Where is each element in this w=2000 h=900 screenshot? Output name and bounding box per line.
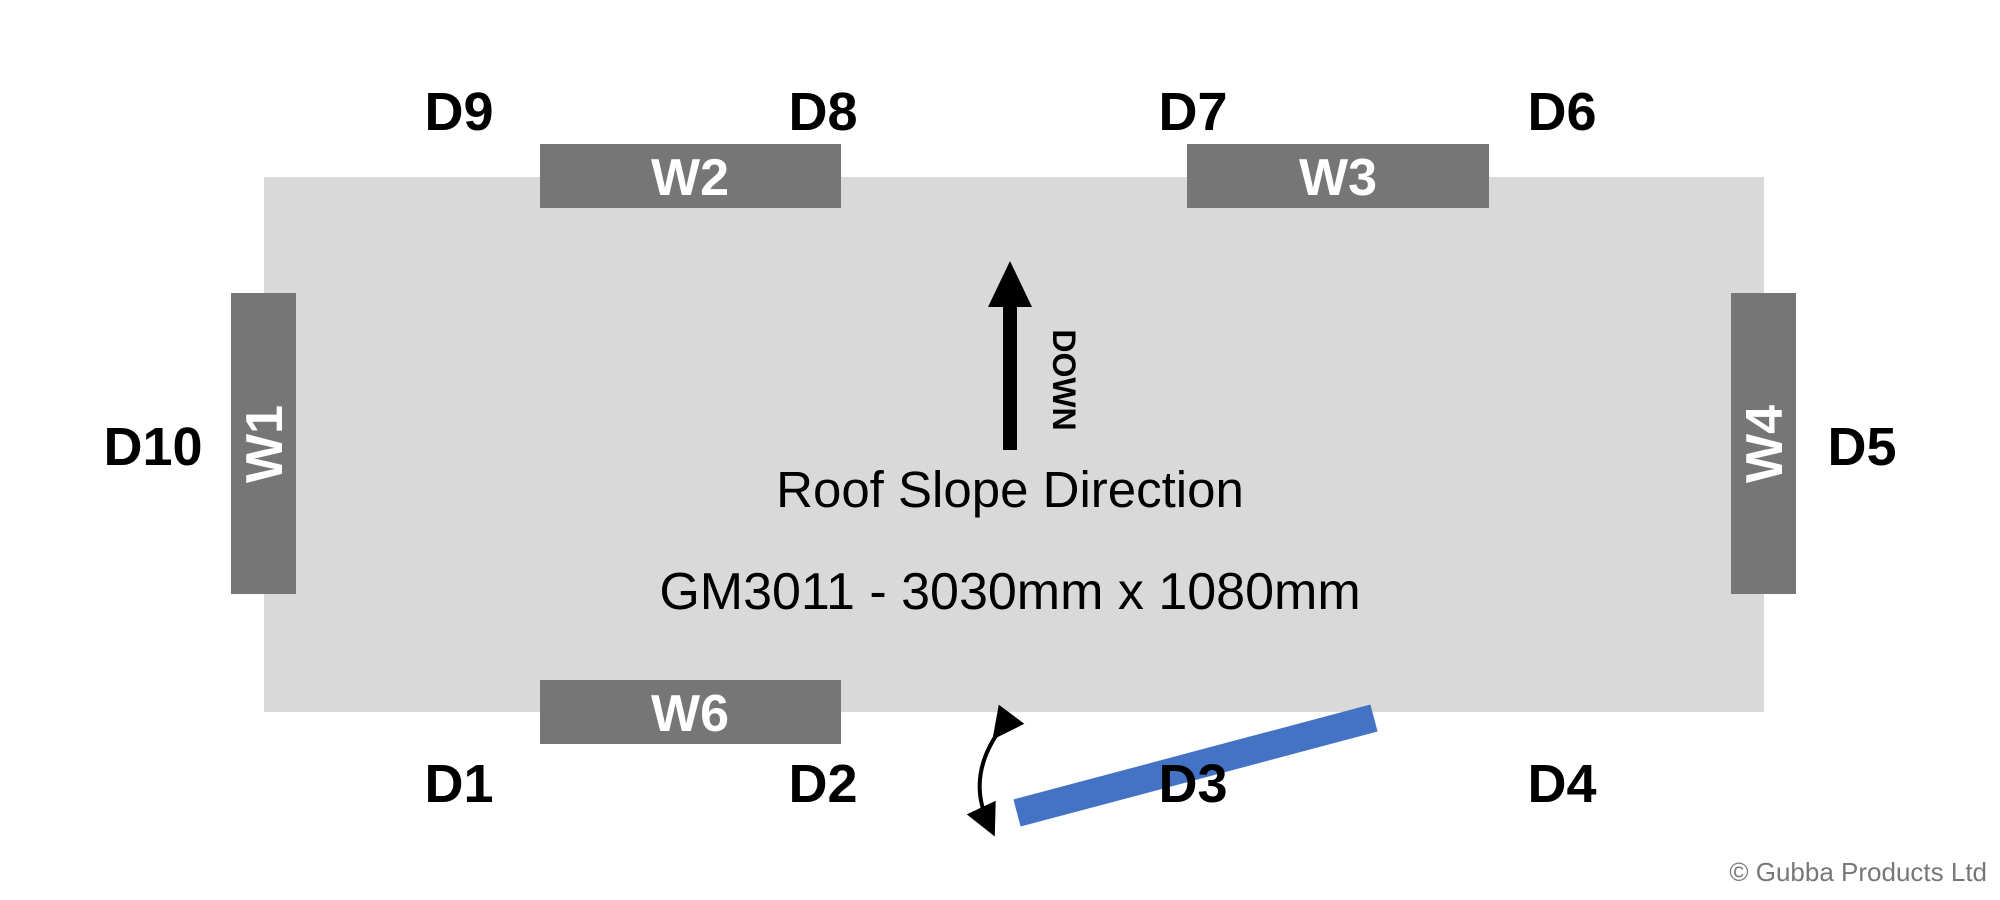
window-w1: W1 [231, 293, 296, 594]
window-w3: W3 [1187, 144, 1489, 208]
door-label-d1: D1 [424, 754, 493, 814]
copyright-notice: © Gubba Products Ltd [1729, 857, 1987, 887]
door-label-d9: D9 [424, 82, 493, 142]
door-label-d8: D8 [788, 82, 857, 142]
door-label-d3: D3 [1158, 754, 1227, 814]
door-label-d2: D2 [788, 754, 857, 814]
model-dimensions: GM3011 - 3030mm x 1080mm [659, 563, 1360, 621]
door-label-d7: D7 [1158, 82, 1227, 142]
door-d3-open-leaf [1013, 704, 1378, 827]
window-w6: W6 [540, 680, 841, 744]
window-label: W4 [1736, 405, 1794, 483]
slope-caption: Roof Slope Direction [776, 461, 1244, 518]
door-label-d5: D5 [1827, 417, 1896, 477]
door-label-d10: D10 [103, 417, 202, 477]
arrow-up-icon [988, 261, 1032, 307]
slope-arrow [988, 261, 1032, 450]
slope-arrow-label: DOWN [1046, 329, 1082, 430]
window-label: W6 [651, 685, 729, 743]
window-w4: W4 [1731, 293, 1796, 594]
window-w2: W2 [540, 144, 841, 208]
window-label: W3 [1299, 149, 1377, 207]
door-swing-arrow-icon [966, 704, 1025, 837]
window-label: W2 [651, 149, 729, 207]
door-label-d6: D6 [1527, 82, 1596, 142]
door-label-d4: D4 [1527, 754, 1596, 814]
window-label: W1 [236, 405, 294, 483]
